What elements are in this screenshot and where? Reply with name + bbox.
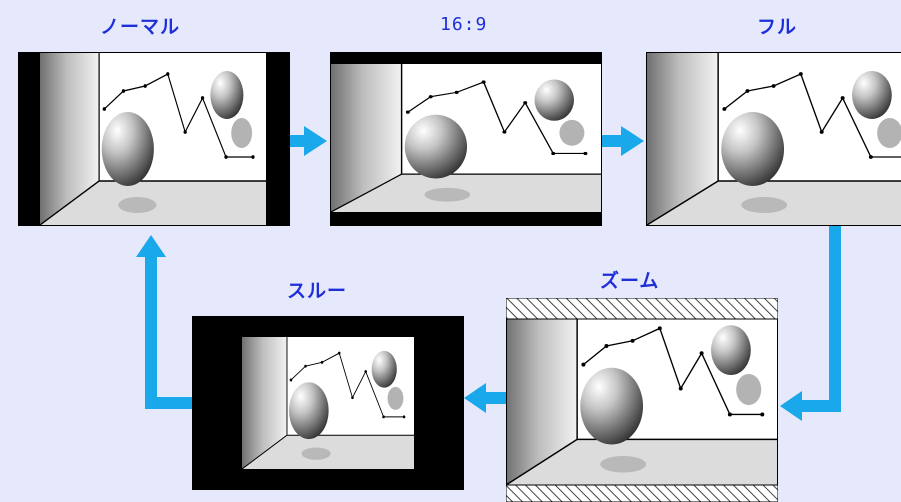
arrow-right-icon bbox=[290, 126, 327, 156]
arrow-down-left-icon bbox=[780, 226, 841, 421]
arrow-right-icon bbox=[602, 126, 644, 156]
arrow-up-icon bbox=[136, 235, 192, 409]
arrow-left-icon bbox=[464, 383, 506, 413]
